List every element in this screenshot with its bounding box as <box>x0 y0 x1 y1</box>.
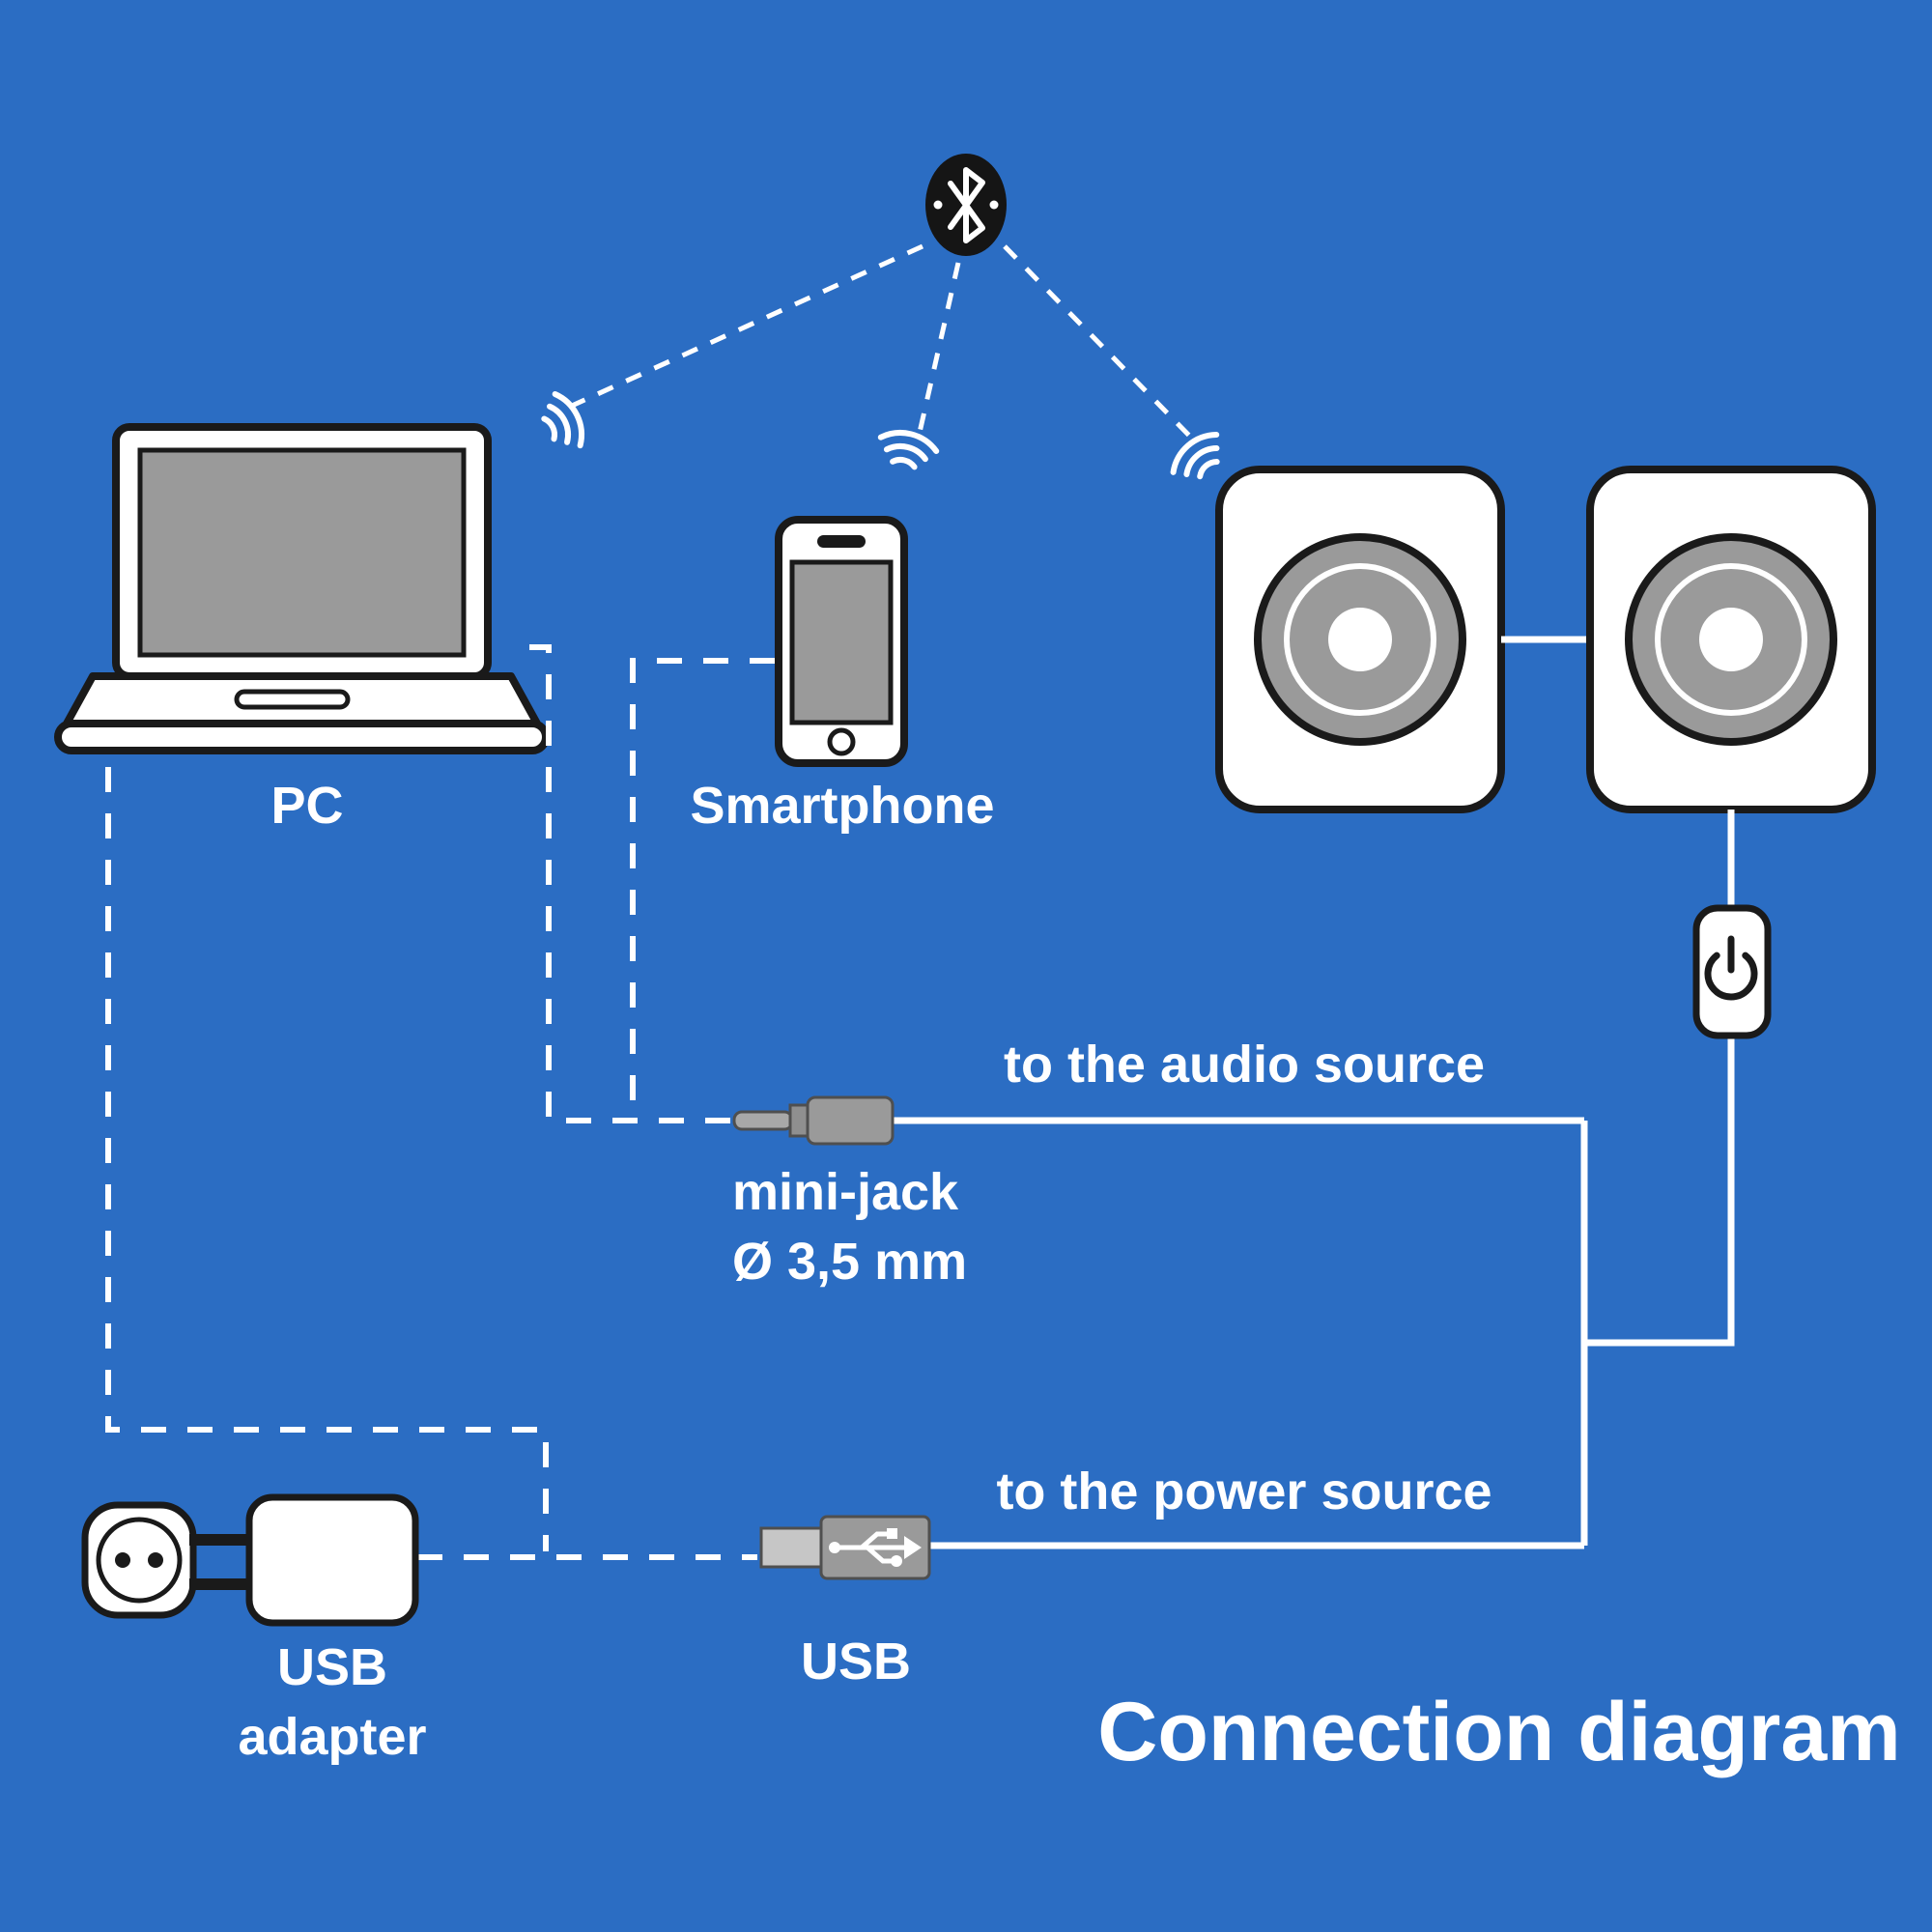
usb-plug-icon <box>759 1515 931 1580</box>
usb-adapter-icon <box>189 1493 419 1627</box>
power-dashed-pc <box>105 767 549 1551</box>
mini-jack-icon <box>732 1095 895 1146</box>
power-outlet-icon <box>81 1501 197 1619</box>
bluetooth-link-pc <box>570 243 924 409</box>
usb-label: USB <box>801 1633 911 1690</box>
speaker-cable-line <box>893 810 1735 1549</box>
audio-dashed-pc <box>529 644 730 1123</box>
usb-adapter-label-line2: adapter <box>238 1708 426 1766</box>
laptop-icon <box>54 423 550 754</box>
speaker-left-icon <box>1215 466 1505 813</box>
audio-source-label: to the audio source <box>1004 1036 1485 1094</box>
pc-label: PC <box>270 777 343 835</box>
bluetooth-icon <box>925 154 1007 256</box>
bluetooth-link-speakers <box>1003 244 1198 444</box>
minijack-label-line2: Ø 3,5 mm <box>732 1233 967 1291</box>
signal-waves-pc-icon <box>541 390 584 449</box>
power-button-icon <box>1692 904 1772 1039</box>
usb-adapter-label-line1: USB <box>277 1638 387 1696</box>
smartphone-label: Smartphone <box>690 777 994 835</box>
power-source-label: to the power source <box>996 1463 1492 1520</box>
audio-dashed-smartphone <box>630 658 775 1121</box>
minijack-label-line1: mini-jack <box>732 1163 959 1221</box>
diagram-title: Connection diagram <box>1097 1686 1900 1778</box>
signal-waves-speakers-icon <box>1170 432 1220 480</box>
bluetooth-link-smartphone <box>916 262 961 438</box>
speaker-right-icon <box>1586 466 1876 813</box>
smartphone-icon <box>775 516 908 767</box>
usb-trident-icon <box>829 1528 922 1567</box>
signal-waves-smartphone-icon <box>877 430 940 470</box>
